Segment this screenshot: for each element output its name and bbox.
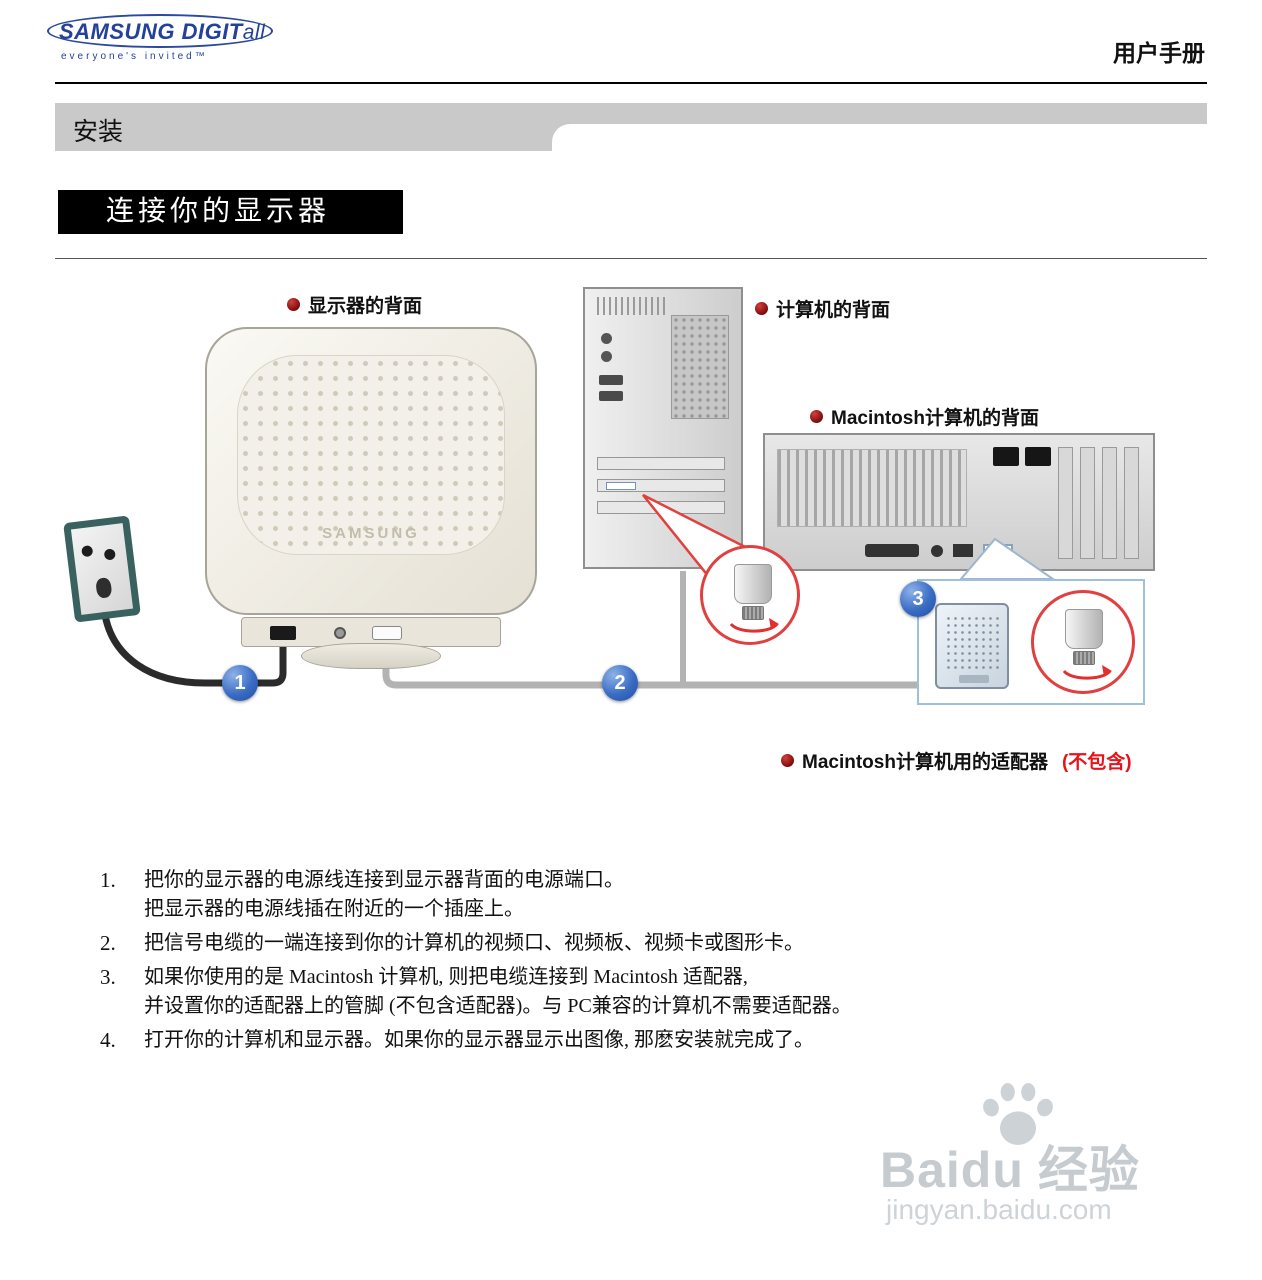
label-not-included: (不包含)	[1061, 752, 1132, 773]
logo-all: all	[242, 21, 266, 44]
step-number: 4.	[100, 1028, 116, 1052]
red-bullet-icon	[287, 298, 300, 311]
label-mac-adapter: Macintosh计算机用的适配器 (不包含)	[781, 747, 1132, 774]
vga-connector-icon	[734, 564, 772, 604]
label-computer-back-text: 计算机的背面	[776, 300, 891, 321]
tower-round-port	[601, 351, 612, 362]
step-text: 把信号电缆的一端连接到你的计算机的视频口、视频板、视频卡或图形卡。	[144, 929, 804, 958]
page-header: SAMSUNG DIGITall everyone's invited™ 用户手…	[47, 14, 1207, 78]
tower-expansion-slot	[597, 457, 725, 470]
step-text: 打开你的计算机和显示器。如果你的显示器显示出图像, 那麽安装就完成了。	[144, 1026, 814, 1055]
step-badge-1: 1	[222, 665, 258, 701]
vga-connector-pins	[742, 606, 764, 620]
mac-back-illustration	[763, 433, 1155, 571]
tower-fan-grille	[671, 315, 729, 419]
logo-digit: DIGIT	[181, 19, 243, 44]
instruction-step: 4. 打开你的计算机和显示器。如果你的显示器显示出图像, 那麽安装就完成了。	[100, 1026, 1120, 1055]
red-bullet-icon	[810, 410, 823, 423]
baidu-paw-icon	[983, 1083, 1053, 1145]
tower-video-slot	[597, 479, 725, 492]
step-badge-2: 2	[602, 665, 638, 701]
mac-vents	[777, 449, 967, 527]
adapter-tab	[959, 675, 989, 683]
step-line: 把显示器的电源线插在附近的一个插座上。	[144, 898, 524, 920]
vga-connector-pins	[1073, 651, 1095, 665]
step-text: 把你的显示器的电源线连接到显示器背面的电源端口。 把显示器的电源线插在附近的一个…	[144, 866, 624, 924]
step-badge-3: 3	[900, 581, 936, 617]
samsung-digitall-logo: SAMSUNG DIGITall everyone's invited™	[47, 14, 295, 62]
adapter-pin-grid	[945, 615, 999, 669]
watermark-brand-text: Baidu	[880, 1142, 1024, 1198]
logo-text: SAMSUNG DIGITall	[47, 14, 295, 48]
instruction-step: 1. 把你的显示器的电源线连接到显示器背面的电源端口。 把显示器的电源线插在附近…	[100, 866, 1120, 924]
step-number: 2.	[100, 931, 116, 955]
mac-connector-callout	[1031, 590, 1135, 694]
rotate-arrow-icon	[729, 618, 779, 633]
manual-title: 用户手册	[1113, 41, 1205, 66]
step-number: 1.	[100, 868, 116, 892]
mac-expansion-slot	[1058, 447, 1073, 559]
rotate-arrow-icon	[1062, 665, 1112, 680]
mac-round-port	[931, 545, 943, 557]
divider-rule	[55, 258, 1207, 259]
section-title: 安装	[73, 119, 124, 146]
label-monitor-back: 显示器的背面	[287, 291, 422, 318]
mac-expansion-slot	[1102, 447, 1117, 559]
step-line: 把信号电缆的一端连接到你的计算机的视频口、视频板、视频卡或图形卡。	[144, 932, 804, 954]
callout-pointers	[642, 493, 1057, 580]
label-mac-back: Macintosh计算机的背面	[810, 403, 1039, 430]
mac-scsi-port	[865, 544, 919, 557]
step-line: 如果你使用的是 Macintosh 计算机, 则把电缆连接到 Macintosh…	[144, 966, 748, 988]
header-rule	[55, 82, 1207, 84]
label-monitor-back-text: 显示器的背面	[308, 296, 423, 317]
tower-round-port	[601, 333, 612, 344]
section-band: 安装	[55, 103, 1207, 151]
tower-vents	[597, 297, 669, 315]
logo-samsung: SAMSUNG	[59, 19, 175, 44]
mac-power-socket	[1025, 447, 1051, 466]
red-bullet-icon	[755, 302, 768, 315]
label-computer-back: 计算机的背面	[755, 295, 890, 322]
step-line: 并设置你的适配器上的管脚 (不包含适配器)。与 PC兼容的计算机不需要适配器。	[144, 995, 852, 1017]
mac-adapter-icon	[935, 603, 1009, 689]
monitor-body: SAMSUNG	[205, 327, 537, 615]
step-number: 3.	[100, 965, 116, 989]
monitor-round-port	[334, 627, 346, 639]
logo-tagline: everyone's invited™	[61, 51, 208, 62]
monitor-power-port	[270, 626, 296, 640]
step-line: 把你的显示器的电源线连接到显示器背面的电源端口。	[144, 869, 624, 891]
connection-diagram: 显示器的背面 计算机的背面 Macintosh计算机的背面 Macintosh计…	[55, 283, 1207, 788]
pc-connector-callout	[700, 545, 800, 645]
monitor-stand	[301, 643, 441, 669]
mac-power-socket	[993, 447, 1019, 466]
label-mac-back-text: Macintosh计算机的背面	[831, 408, 1039, 429]
instruction-step: 2. 把信号电缆的一端连接到你的计算机的视频口、视频板、视频卡或图形卡。	[100, 929, 1120, 958]
watermark-url: jingyan.baidu.com	[886, 1194, 1112, 1225]
section-band-cut	[552, 124, 1207, 151]
step-text: 如果你使用的是 Macintosh 计算机, 则把电缆连接到 Macintosh…	[144, 963, 852, 1021]
mac-ethernet-port	[953, 544, 973, 557]
step-line: 打开你的计算机和显示器。如果你的显示器显示出图像, 那麽安装就完成了。	[144, 1029, 814, 1051]
tower-serial-port	[599, 375, 623, 385]
mac-adapter-callout-box	[917, 579, 1145, 705]
monitor-vent-holes	[237, 355, 505, 555]
computer-back-illustration	[583, 287, 743, 569]
instruction-step: 3. 如果你使用的是 Macintosh 计算机, 则把电缆连接到 Macint…	[100, 963, 1120, 1021]
label-mac-adapter-text: Macintosh计算机用的适配器	[802, 752, 1048, 773]
mac-expansion-slot	[1080, 447, 1095, 559]
monitor-vga-port	[372, 626, 402, 640]
mac-expansion-slot	[1124, 447, 1139, 559]
cables-drawing	[101, 571, 949, 689]
page-title: 连接你的显示器	[58, 190, 403, 234]
red-bullet-icon	[781, 754, 794, 767]
watermark-brand-suffix: 经验	[1037, 1142, 1140, 1198]
tower-video-port	[606, 482, 636, 490]
tower-serial-port	[599, 391, 623, 401]
monitor-brand-text: SAMSUNG	[322, 525, 420, 542]
vga-connector-icon	[1065, 609, 1103, 649]
monitor-back-illustration: SAMSUNG	[205, 327, 537, 669]
instruction-list: 1. 把你的显示器的电源线连接到显示器背面的电源端口。 把显示器的电源线插在附近…	[100, 866, 1120, 1060]
